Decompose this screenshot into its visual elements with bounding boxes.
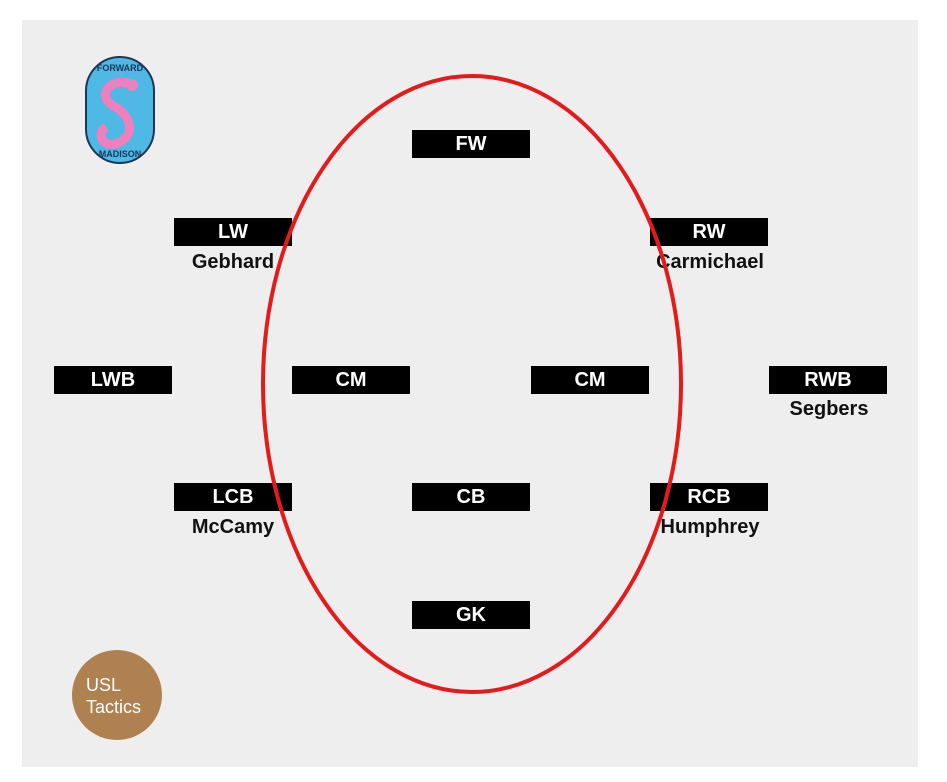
position-rw: RW [650, 218, 768, 246]
position-lcb: LCB [174, 483, 292, 511]
position-lw: LW [174, 218, 292, 246]
player-rw: Carmichael [656, 251, 764, 273]
usl-tactics-badge: USL Tactics [72, 650, 162, 740]
badge-line1: USL [86, 675, 122, 695]
svg-text:MADISON: MADISON [99, 149, 142, 159]
position-cb: CB [412, 483, 530, 511]
player-lw: Gebhard [191, 251, 275, 273]
badge-line2: Tactics [86, 697, 142, 717]
forward-madison-logo: FORWARD MADISON [85, 56, 155, 164]
svg-text:FORWARD: FORWARD [97, 63, 144, 73]
position-fw: FW [412, 130, 530, 158]
player-rwb: Segbers [789, 398, 869, 420]
player-lcb: McCamy [191, 516, 275, 538]
position-rcm: CM [531, 366, 649, 394]
position-rwb: RWB [769, 366, 887, 394]
position-lcm: CM [292, 366, 410, 394]
player-rcb: Humphrey [660, 516, 760, 538]
position-gk: GK [412, 601, 530, 629]
position-lwb: LWB [54, 366, 172, 394]
